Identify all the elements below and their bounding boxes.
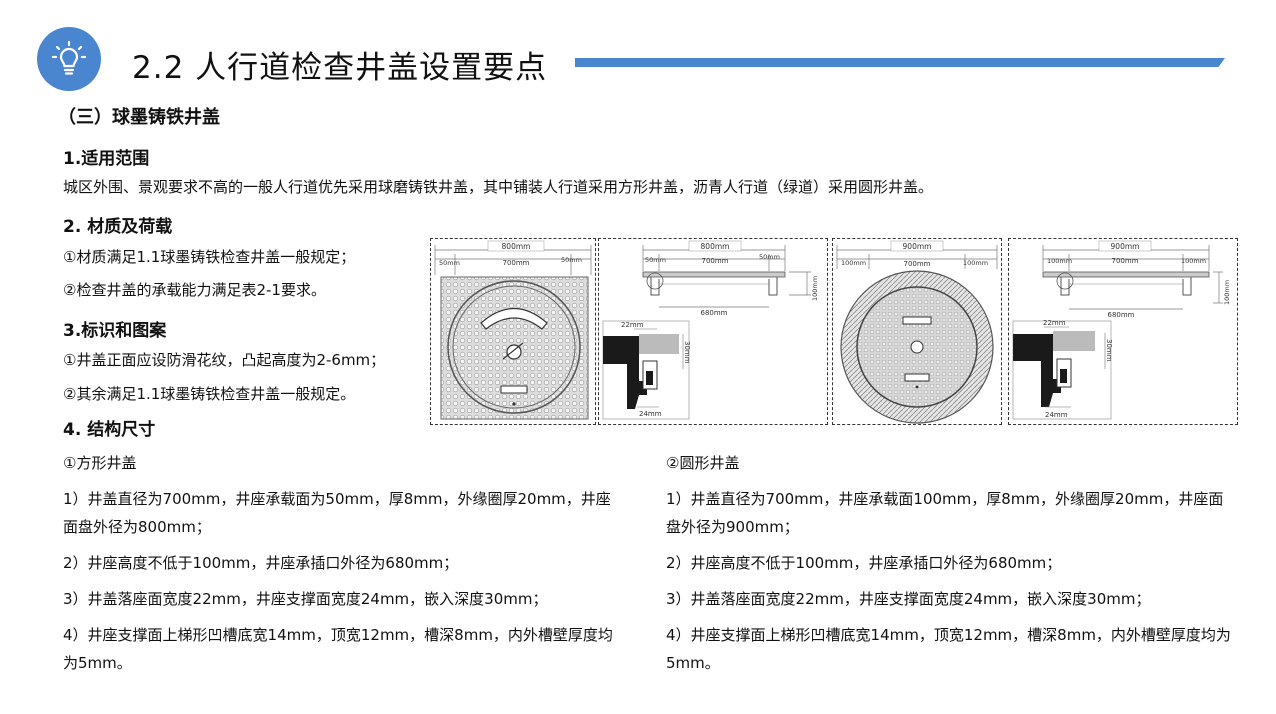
square-cover-plan-figure: 800mm 700mm 50mm 50mm	[430, 238, 596, 425]
dimension-label: 30mm	[1105, 339, 1113, 362]
dimension-label: 24mm	[639, 410, 662, 418]
dimension-label: 50mm	[561, 256, 582, 264]
scope-text: 城区外围、景观要求不高的一般人行道优先采用球磨铸铁井盖，其中铺装人行道采用方形井…	[63, 178, 934, 196]
lightbulb-icon	[51, 40, 87, 75]
dimension-label: 22mm	[621, 321, 644, 329]
round-cover-specs: 1）井盖直径为700mm，井座承载面100mm，厚8mm，外缘圈厚20mm，井座…	[666, 485, 1236, 677]
section-subtitle: （三）球墨铸铁井盖	[58, 107, 220, 128]
square-cover-label: ①方形井盖	[63, 454, 137, 472]
marking-item: ②其余满足1.1球墨铸铁检查井盖一般规定。	[63, 385, 356, 403]
dimension-label: 24mm	[1045, 411, 1068, 419]
dimension-label: 50mm	[439, 259, 460, 267]
dimension-label: 50mm	[645, 256, 666, 264]
lightbulb-logo	[37, 27, 101, 91]
spec-item: 2）井座高度不低于100mm，井座承插口外径为680mm；	[666, 554, 1062, 572]
marking-item: ①井盖正面应设防滑花纹，凸起高度为2-6mm；	[63, 351, 386, 369]
material-heading: 2. 材质及荷载	[63, 217, 173, 237]
round-cover-plan-figure: 900mm 700mm 100mm 100mm	[832, 238, 1002, 425]
dimension-label: 700mm	[702, 257, 729, 265]
dimension-label: 900mm	[903, 242, 932, 251]
dimension-label: 700mm	[1112, 257, 1139, 265]
dimension-label: 800mm	[502, 242, 531, 251]
spec-item: 3）井盖落座面宽度22mm，井座支撑面宽度24mm，嵌入深度30mm；	[666, 590, 1151, 608]
dimension-label: 680mm	[701, 309, 728, 317]
spec-item: 4）井座支撑面上梯形凹槽底宽14mm，顶宽12mm，槽深8mm，内外槽壁厚度均为…	[63, 626, 613, 672]
dimension-label: 700mm	[503, 259, 530, 267]
scope-heading: 1.适用范围	[63, 149, 150, 169]
dimension-label: 100mm	[1047, 257, 1072, 265]
spec-item: 1）井盖直径为700mm，井座承载面为50mm，厚8mm，外缘圈厚20mm，井座…	[63, 490, 611, 536]
spec-item: 2）井座高度不低于100mm，井座承插口外径为680mm；	[63, 554, 459, 572]
marking-heading: 3.标识和图案	[63, 321, 167, 341]
dimension-label: 800mm	[701, 242, 730, 251]
dimension-label: 22mm	[1043, 319, 1066, 327]
square-cover-section-figure: 800mm 700mm 50mm 50mm 100mm 680mm 22mm 3…	[598, 238, 828, 425]
material-item: ②检查井盖的承载能力满足表2-1要求。	[63, 281, 326, 299]
spec-item: 4）井座支撑面上梯形凹槽底宽14mm，顶宽12mm，槽深8mm，内外槽壁厚度均为…	[666, 626, 1231, 672]
dimension-label: 30mm	[683, 341, 691, 364]
square-cover-specs: 1）井盖直径为700mm，井座承载面为50mm，厚8mm，外缘圈厚20mm，井座…	[63, 485, 623, 677]
dimension-label: 100mm	[1181, 257, 1206, 265]
dimension-label: 100mm	[841, 259, 866, 267]
title-underline-bar	[575, 58, 1225, 67]
spec-item: 3）井盖落座面宽度22mm，井座支撑面宽度24mm，嵌入深度30mm；	[63, 590, 548, 608]
dimension-label: 100mm	[963, 259, 988, 267]
spec-item: 1）井盖直径为700mm，井座承载面100mm，厚8mm，外缘圈厚20mm，井座…	[666, 490, 1224, 536]
page-title: 2.2 人行道检查井盖设置要点	[132, 50, 548, 86]
material-item: ①材质满足1.1球墨铸铁检查井盖一般规定；	[63, 248, 356, 266]
dimension-label: 900mm	[1111, 242, 1140, 251]
dimension-label: 50mm	[759, 253, 780, 261]
structure-heading: 4. 结构尺寸	[63, 420, 156, 440]
dimension-label: 100mm	[811, 276, 819, 301]
dimension-label: 100mm	[1223, 280, 1231, 305]
round-cover-section-figure: 900mm 700mm 100mm 100mm 100mm 680mm 22mm…	[1008, 238, 1238, 425]
dimension-label: 680mm	[1108, 311, 1135, 319]
dimension-label: 700mm	[904, 260, 931, 268]
round-cover-label: ②圆形井盖	[666, 454, 740, 472]
